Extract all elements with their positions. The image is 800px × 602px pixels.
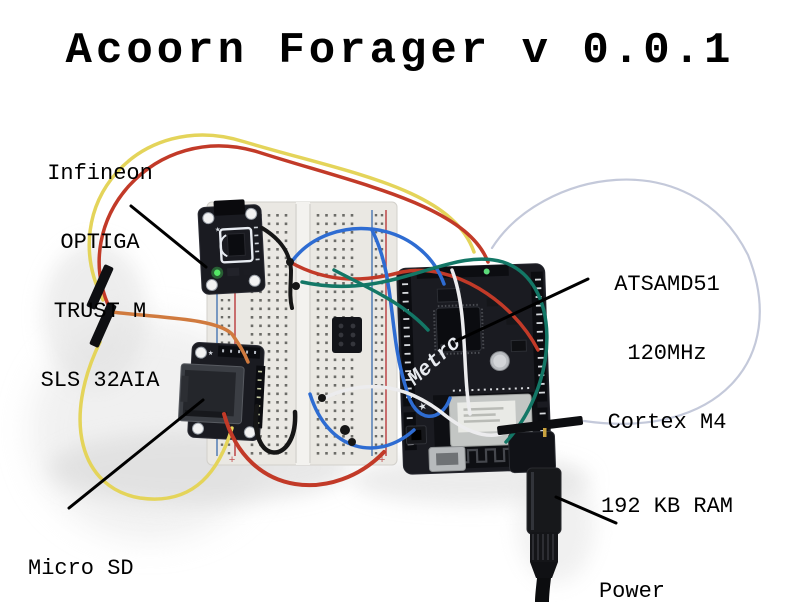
black-wire [253, 403, 298, 455]
red-wire [288, 260, 540, 352]
jumper-connectors [86, 264, 117, 348]
red-wire [97, 144, 490, 311]
optiga-pointer-line [129, 204, 208, 269]
annotation-power: Power (5v) [592, 534, 672, 602]
green-led [214, 269, 221, 276]
yellow-wire [78, 340, 234, 501]
annotation-line: Micro SD [28, 556, 134, 581]
qwiic-connector [213, 199, 246, 216]
black-wire [260, 226, 294, 310]
annotation-line: ATSAMD51 [614, 272, 720, 297]
barrel-jack [507, 430, 557, 474]
power-cable [535, 578, 551, 602]
adafruit-star-icon: ★ [208, 348, 215, 358]
page-title: Acoorn Forager v 0.0.1 [65, 26, 735, 76]
red-wire [222, 412, 386, 488]
annotation-line: 192 KB RAM [600, 494, 734, 519]
wire-end-blobs [286, 258, 356, 446]
annotation-line: Power [598, 579, 665, 602]
microsd-pointer-line [67, 398, 205, 510]
mcu-pointer-line [454, 277, 590, 343]
optiga-chip [226, 232, 246, 257]
power-led [483, 268, 490, 275]
yellow-wire [87, 133, 476, 302]
annotation-line: SLS 32AIA [40, 368, 160, 393]
plus-mark-left: + [229, 455, 236, 467]
metro-m4-board: Metro ★ [396, 263, 557, 475]
annotation-line: Infineon [47, 161, 153, 186]
plus-mark-right: + [379, 455, 386, 467]
annotation-line: 120MHz [627, 341, 707, 366]
blue-wire [370, 228, 452, 418]
power-barrel-plug [497, 416, 584, 602]
orange-wire [110, 310, 250, 364]
annotation-mcu: ATSAMD51 120MHz Cortex M4 192 KB RAM [594, 227, 740, 564]
jumper-wires [78, 133, 761, 501]
grey-antenna-wire [490, 178, 761, 425]
annotation-line: OPTIGA [60, 230, 140, 255]
annotation-line: TRUST M [53, 299, 147, 324]
pin-header-2x3 [332, 317, 362, 353]
power-pointer-line [554, 495, 618, 525]
annotation-microsd: Micro SD [28, 511, 168, 602]
annotation-lines [67, 204, 618, 525]
annotation-optiga: Infineon OPTIGA TRUST M SLS 32AIA [33, 116, 167, 438]
pin-header-bar [497, 416, 584, 435]
teal-wire [332, 268, 430, 332]
annotation-line: Cortex M4 [607, 410, 727, 435]
blue-wire [308, 392, 416, 450]
breadboard-center-channel [296, 202, 310, 465]
white-wire [450, 268, 472, 416]
adafruit-star-icon: ★ [215, 225, 222, 235]
white-wire [322, 384, 512, 438]
optiga-trust-m-board: ★ [197, 199, 266, 295]
optiga-pin-labels [253, 226, 260, 267]
teal-wire [300, 257, 549, 444]
